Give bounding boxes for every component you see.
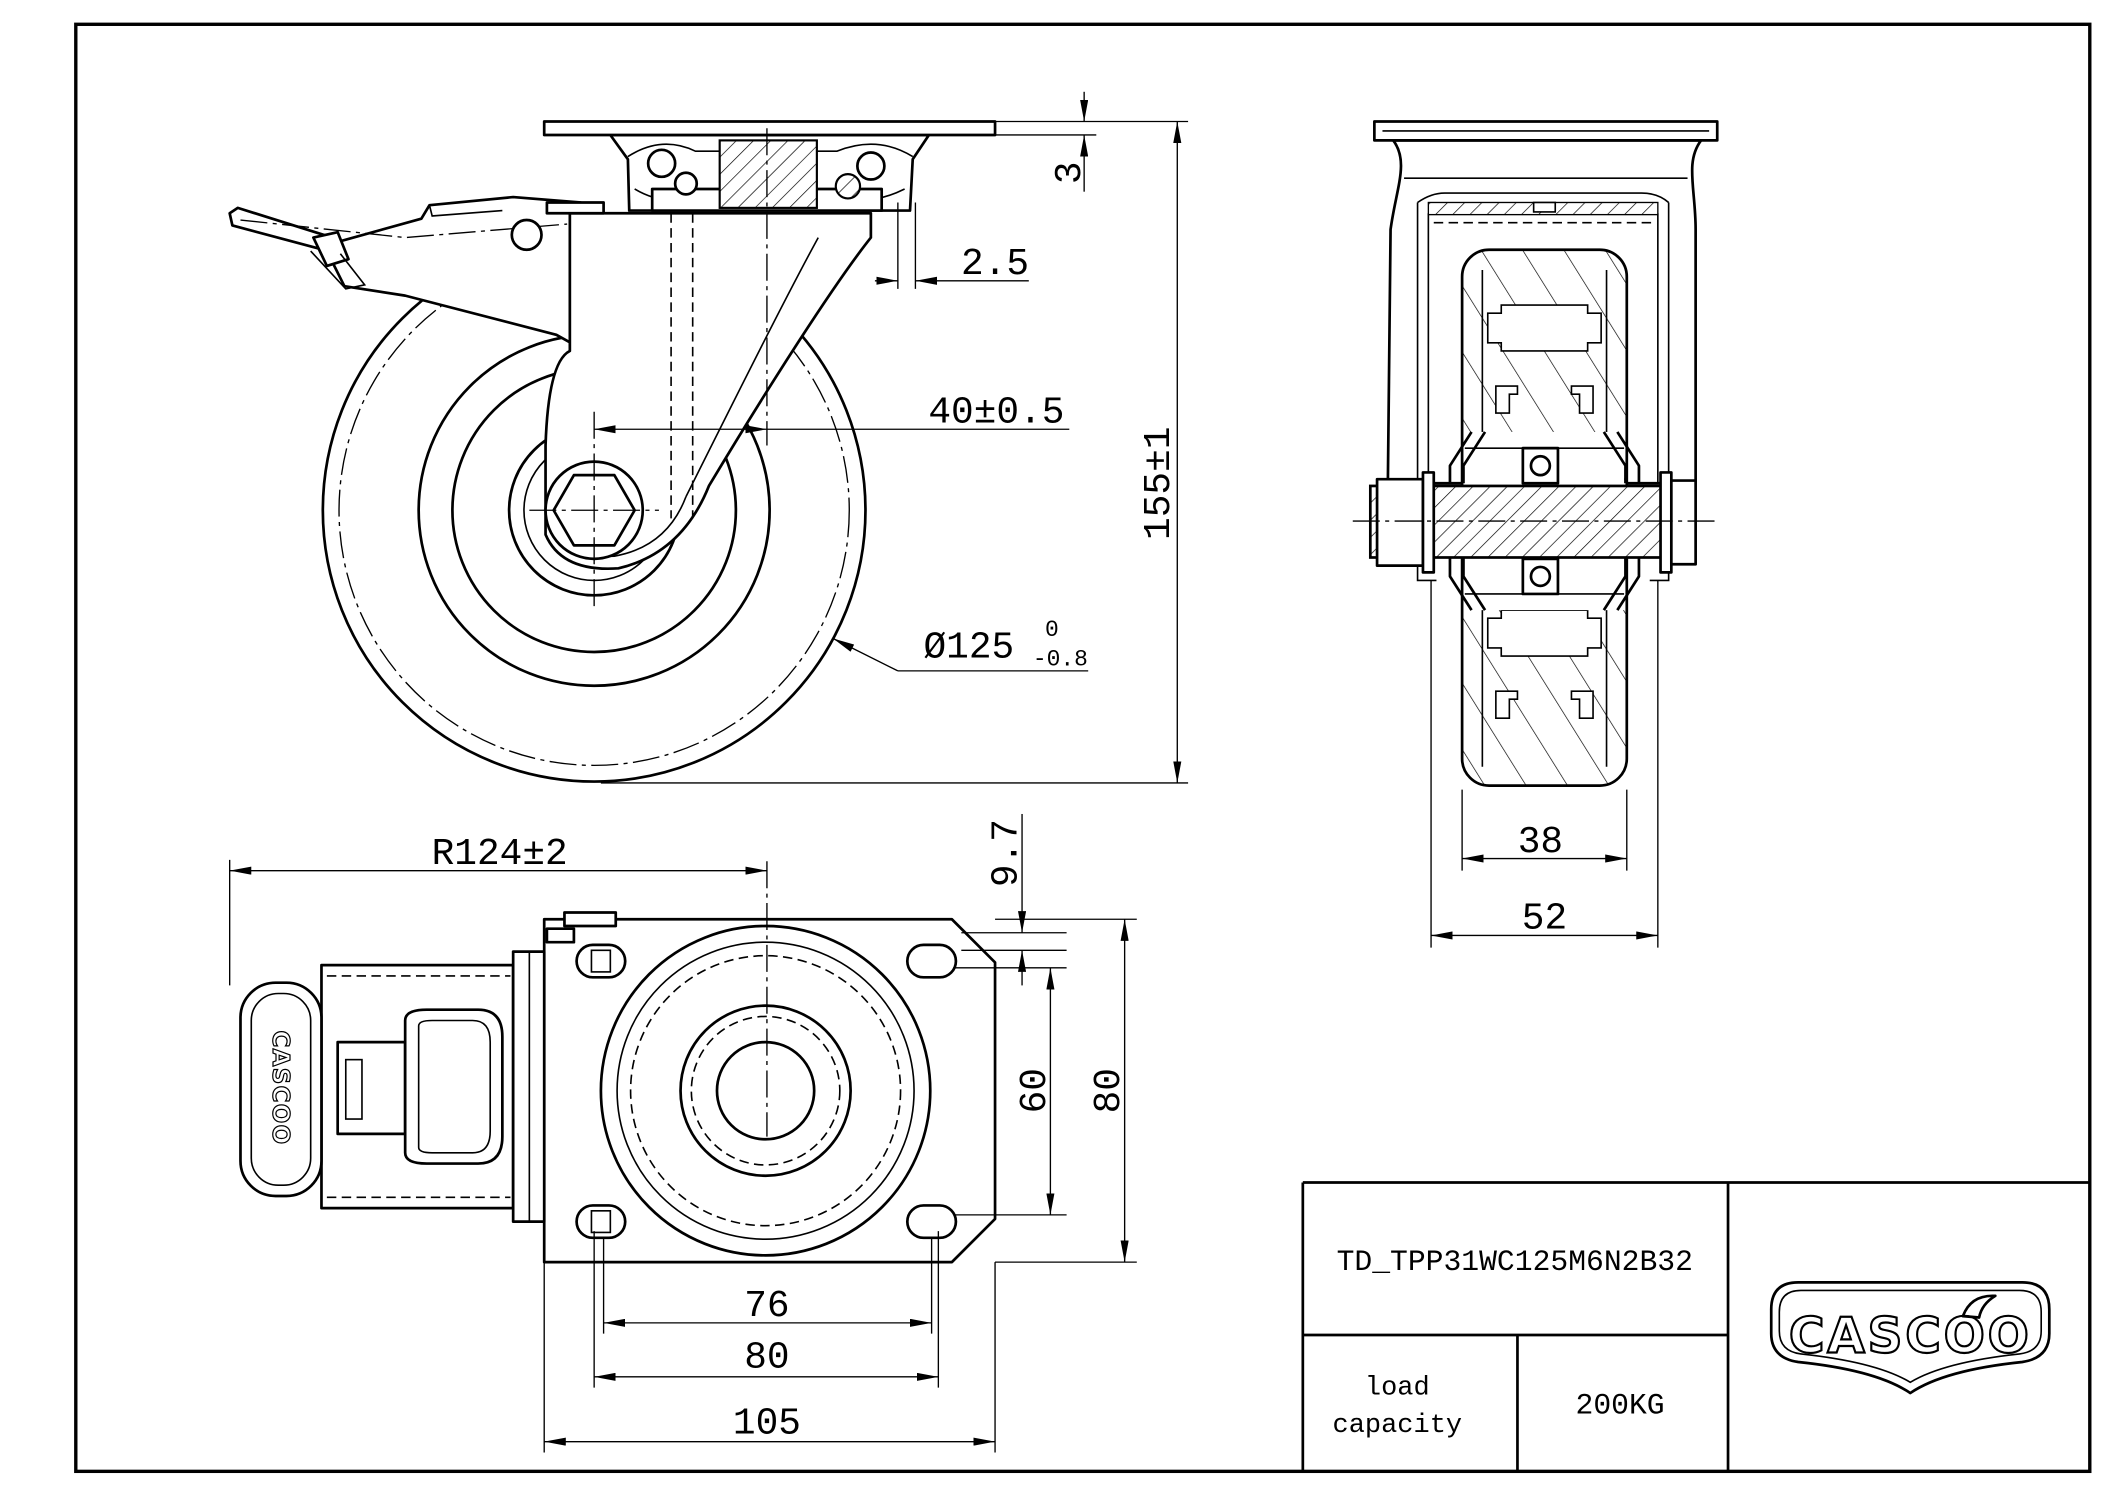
title-block: TD_TPP31WC125M6N2B32 load capacity 200KG [1301,1181,2090,1472]
dim-bolt-spacing-x-max: 80 [744,1337,789,1379]
part-number: TD_TPP31WC125M6N2B32 [1337,1245,1693,1279]
dim-bolt-spacing-y: 60 [1015,1068,1057,1113]
dim-fork-width: 52 [1522,899,1567,941]
dim-plate-length-x: 105 [733,1404,801,1446]
plan-view-brake: CASCOO [239,950,546,1223]
dim-overall-height: 155±1 [1139,427,1181,540]
dim-swivel-radius: R124±2 [432,834,568,876]
side-view-brake-lever [228,195,582,350]
dim-raceway-gap: 2.5 [961,244,1029,286]
dim-tread-width: 38 [1518,822,1563,864]
brake-pivot [510,218,543,252]
kingpin-hole [715,1040,816,1141]
logo-text: CASCOO [1789,1309,2032,1365]
drawing-frame [74,22,2092,1474]
logo-badge-outer [1769,1281,2051,1395]
bearing-ball [834,173,862,200]
bearing-ball [646,148,677,179]
side-view-centerlines [529,128,768,611]
dim-wheel-tol-upper: 0 [1045,617,1059,643]
bearing-ball [856,151,886,181]
front-view-axle [1352,471,1715,574]
mounting-slot [575,1204,627,1240]
axle-nut [1375,477,1425,567]
mounting-slot [575,943,627,979]
side-view: 155±1 3 2.5 40±0.5 Ø125 0 -0.8 [228,91,1189,784]
plan-view-dimensions: R124±2 9.7 60 80 76 80 105 [229,813,1137,1453]
mounting-slot [905,1204,958,1240]
top-plate-side [542,120,997,137]
side-view-swivel-housing [542,120,997,215]
load-value: 200KG [1576,1388,1665,1422]
logo-bird-icon [1961,1294,1997,1319]
dim-bolt-spacing-x-min: 76 [744,1286,789,1328]
brake-pedal-imprint: CASCOO [267,1030,293,1145]
dim-swivel-offset: 40±0.5 [928,393,1064,435]
dim-plate-length-y: 80 [1089,1068,1131,1113]
kingpin-section [718,139,818,209]
wheel-bearing [1521,446,1560,485]
load-label-line1: load [1365,1373,1430,1403]
plan-view-top-plate [542,911,997,1264]
brake-pedal [239,981,323,1198]
dim-wheel-diameter: Ø125 [924,627,1015,669]
brand-logo: CASCOO [1769,1281,2051,1395]
logo-badge-inner [1778,1289,2043,1384]
dim-slot-width: 9.7 [987,819,1029,887]
front-view-dimensions: 38 52 [1430,580,1659,948]
wheel-bearing [1521,557,1560,596]
mounting-slot [905,943,958,979]
side-view-dimensions: 155±1 3 2.5 40±0.5 Ø125 0 -0.8 [594,91,1189,784]
load-label-line2: capacity [1333,1411,1463,1441]
dim-plate-thickness: 3 [1050,161,1092,184]
bearing-ball [673,171,699,196]
dim-wheel-tol-lower: -0.8 [1033,646,1088,672]
plan-view: CASCOO R124±2 9.7 60 80 76 [229,813,1137,1453]
front-view: 38 52 [1352,120,1719,948]
